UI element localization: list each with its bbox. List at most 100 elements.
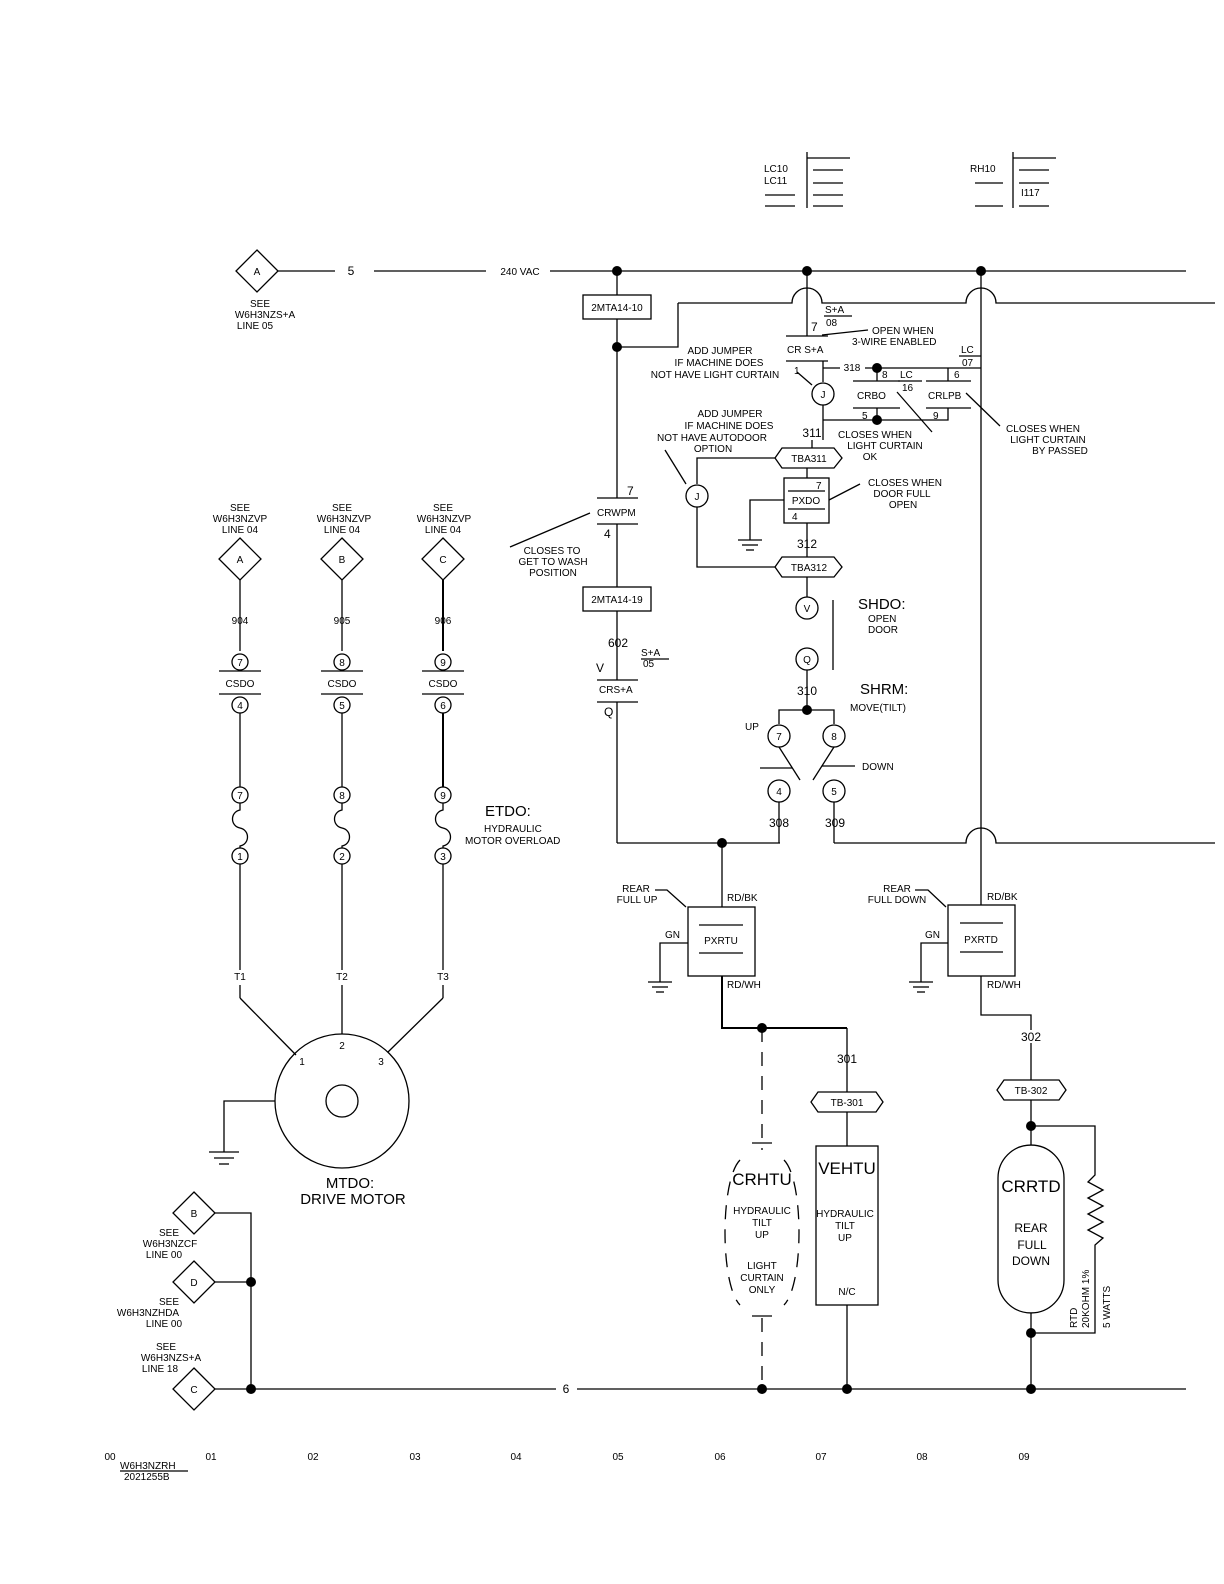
motor-section: SEE W6H3NZVP LINE 04 SEE W6H3NZVP LINE 0… bbox=[209, 503, 560, 1208]
svg-text:2: 2 bbox=[339, 1041, 345, 1052]
svg-text:CLOSES WHEN: CLOSES WHEN bbox=[868, 478, 942, 489]
phase-leg-3: 906 9 CSDO 6 9 3 T3 bbox=[387, 580, 464, 1053]
svg-text:LINE 00: LINE 00 bbox=[146, 1319, 183, 1330]
terminal-tb-301 bbox=[810, 1091, 884, 1113]
svg-text:UP: UP bbox=[745, 722, 759, 733]
svg-text:16: 16 bbox=[902, 383, 914, 394]
svg-text:TB-301: TB-301 bbox=[831, 1098, 864, 1109]
svg-text:CURTAIN: CURTAIN bbox=[740, 1273, 784, 1284]
svg-text:W6H3NZVP: W6H3NZVP bbox=[417, 514, 472, 525]
svg-text:SEE: SEE bbox=[332, 503, 352, 514]
svg-text:OK: OK bbox=[863, 452, 878, 463]
svg-text:W6H3NZCF: W6H3NZCF bbox=[143, 1239, 197, 1250]
svg-text:9: 9 bbox=[440, 658, 446, 669]
line-number-03: 03 bbox=[409, 1452, 421, 1463]
svg-text:W6H3NZVP: W6H3NZVP bbox=[317, 514, 372, 525]
svg-text:LIGHT CURTAIN: LIGHT CURTAIN bbox=[847, 441, 923, 452]
svg-text:RTD: RTD bbox=[1069, 1308, 1080, 1328]
line-number-02: 02 bbox=[307, 1452, 319, 1463]
svg-text:Q: Q bbox=[803, 655, 811, 666]
offpage-connector-a bbox=[235, 249, 279, 293]
svg-text:LINE 00: LINE 00 bbox=[146, 1250, 183, 1261]
svg-text:N/C: N/C bbox=[838, 1287, 855, 1298]
svg-text:GN: GN bbox=[665, 930, 680, 941]
svg-text:HYDRAULIC: HYDRAULIC bbox=[484, 824, 542, 835]
rtd-resistor bbox=[1031, 1125, 1105, 1334]
svg-text:8: 8 bbox=[339, 791, 345, 802]
pxrtd-label: PXRTD bbox=[964, 935, 998, 946]
crhtu-label: CRHTU bbox=[732, 1170, 792, 1189]
svg-text:TILT: TILT bbox=[835, 1221, 855, 1232]
svg-text:IF MACHINE DOES: IF MACHINE DOES bbox=[675, 358, 764, 369]
svg-text:312: 312 bbox=[797, 537, 817, 551]
terminal-tb-302 bbox=[996, 1079, 1067, 1101]
svg-text:DOOR: DOOR bbox=[868, 625, 898, 636]
aux-bus bbox=[678, 287, 1215, 304]
line-number-09: 09 bbox=[1018, 1452, 1030, 1463]
svg-text:SEE: SEE bbox=[250, 299, 270, 310]
svg-text:REAR: REAR bbox=[1014, 1221, 1048, 1235]
cr-s-a-label: CR S+A bbox=[787, 345, 824, 356]
shdo-label: SHDO: bbox=[858, 596, 906, 613]
svg-text:IF MACHINE DOES: IF MACHINE DOES bbox=[685, 421, 774, 432]
svg-text:906: 906 bbox=[435, 616, 452, 627]
svg-text:FULL UP: FULL UP bbox=[617, 895, 658, 906]
svg-text:T1: T1 bbox=[234, 972, 246, 983]
shdo-terminal-v bbox=[795, 596, 819, 620]
svg-text:08: 08 bbox=[826, 318, 838, 329]
svg-text:2MTA14-19: 2MTA14-19 bbox=[591, 595, 643, 606]
svg-text:9: 9 bbox=[933, 411, 939, 422]
svg-text:J: J bbox=[821, 390, 826, 401]
svg-text:9: 9 bbox=[440, 791, 446, 802]
svg-text:FULL DOWN: FULL DOWN bbox=[868, 895, 927, 906]
svg-text:311: 311 bbox=[802, 426, 821, 440]
svg-text:W6H3NZS+A: W6H3NZS+A bbox=[235, 310, 296, 321]
svg-text:1: 1 bbox=[237, 852, 243, 863]
line-number-04: 04 bbox=[510, 1452, 522, 1463]
svg-text:5: 5 bbox=[862, 411, 868, 422]
svg-text:7: 7 bbox=[627, 484, 634, 498]
svg-text:RD/WH: RD/WH bbox=[727, 980, 761, 991]
svg-text:8: 8 bbox=[339, 658, 345, 669]
svg-text:RD/WH: RD/WH bbox=[987, 980, 1021, 991]
crlpb-label: CRLPB bbox=[928, 391, 962, 402]
wire-5-label: 5 bbox=[348, 264, 355, 278]
load-crrtd: 302 TB-302 CRRTD REAR FULL DOWN RTD 20KO… bbox=[996, 1030, 1113, 1389]
vehtu-label: VEHTU bbox=[818, 1159, 876, 1178]
svg-text:5 WATTS: 5 WATTS bbox=[1102, 1285, 1113, 1328]
top-bus: A SEE W6H3NZS+A LINE 05 5 240 VAC bbox=[235, 249, 1186, 332]
svg-text:8: 8 bbox=[882, 370, 888, 381]
footer-line-numbers: 00 01 02 03 04 05 06 07 08 09 W6H3NZRH 2… bbox=[104, 1452, 1030, 1483]
svg-text:LIGHT: LIGHT bbox=[747, 1261, 776, 1272]
svg-text:NOT HAVE LIGHT CURTAIN: NOT HAVE LIGHT CURTAIN bbox=[651, 370, 780, 381]
svg-text:TBA311: TBA311 bbox=[791, 454, 827, 465]
lc-ref-2: LC11 bbox=[764, 176, 788, 187]
svg-text:7: 7 bbox=[811, 320, 818, 334]
motor-name: MTDO: bbox=[326, 1175, 374, 1192]
svg-text:6: 6 bbox=[440, 701, 446, 712]
svg-text:8: 8 bbox=[831, 732, 837, 743]
phase-leg-1: 904 7 CSDO 4 7 1 T1 bbox=[219, 580, 297, 1056]
svg-text:DOWN: DOWN bbox=[862, 762, 894, 773]
svg-text:05: 05 bbox=[643, 659, 655, 670]
svg-text:LINE 04: LINE 04 bbox=[324, 525, 361, 536]
svg-text:W6H3NZVP: W6H3NZVP bbox=[213, 514, 268, 525]
svg-text:SEE: SEE bbox=[433, 503, 453, 514]
phase-leg-2: 905 8 CSDO 5 8 2 T2 bbox=[321, 580, 363, 1034]
crs-a-label: CRS+A bbox=[599, 685, 633, 696]
svg-text:CLOSES TO: CLOSES TO bbox=[524, 546, 581, 557]
shrm-label: SHRM: bbox=[860, 681, 908, 698]
svg-text:ADD JUMPER: ADD JUMPER bbox=[687, 346, 752, 357]
col-05-rung: 2MTA14-10 7 CRWPM 4 CLOSES TO GET TO WAS… bbox=[509, 271, 780, 848]
col-07-rung: 7 CR S+A 1 S+A 08 OPEN WHEN 3-WIRE ENABL… bbox=[651, 271, 1215, 844]
relay-crrtd bbox=[997, 1144, 1065, 1314]
svg-text:OPTION: OPTION bbox=[694, 444, 732, 455]
drawing-number: 2021255B bbox=[124, 1472, 170, 1483]
svg-text:LINE 05: LINE 05 bbox=[237, 321, 274, 332]
svg-text:TB-302: TB-302 bbox=[1015, 1086, 1048, 1097]
svg-text:UP: UP bbox=[838, 1233, 852, 1244]
svg-text:FULL: FULL bbox=[1017, 1238, 1047, 1252]
offpage-connector-c-bottom bbox=[172, 1367, 216, 1411]
voltage-label: 240 VAC bbox=[500, 267, 539, 278]
